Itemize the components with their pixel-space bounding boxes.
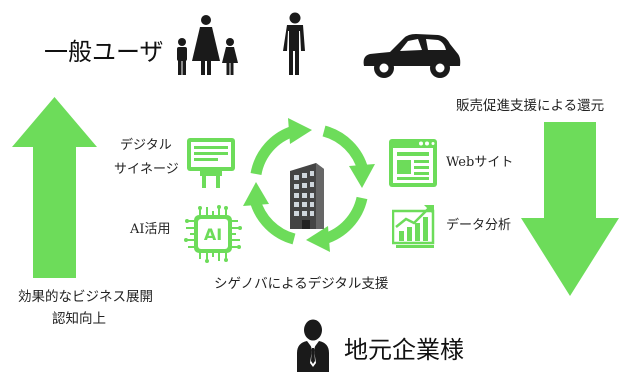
top-label: 一般ユーザ [44, 38, 164, 66]
office-building-icon [290, 163, 324, 229]
down-arrow-icon [521, 122, 619, 296]
web-label: Webサイト [446, 155, 514, 170]
signage-label-line2: サイネージ [114, 162, 179, 177]
cycle-label: シゲノバによるデジタル支援 [214, 276, 389, 292]
businessman-icon [297, 319, 329, 372]
right-label: 販売促進支援による還元 [456, 98, 605, 114]
ai-chip-icon: AI [184, 205, 242, 263]
person-icon [283, 12, 305, 75]
left-label-line2: 認知向上 [52, 311, 106, 327]
ai-label: AI活用 [130, 222, 171, 237]
data-analysis-icon [392, 205, 435, 248]
up-arrow-icon [12, 97, 97, 278]
left-label-line1: 効果的なビジネス展開 [18, 289, 153, 305]
car-icon [363, 34, 461, 78]
ai-chip-text: AI [204, 225, 222, 244]
website-icon [389, 139, 437, 187]
family-icon [177, 15, 238, 75]
signage-label-line1: デジタル [120, 138, 172, 153]
data-label: データ分析 [446, 218, 512, 233]
signage-icon [187, 138, 235, 188]
cycle-arrows-icon [243, 118, 375, 252]
bottom-label: 地元企業様 [344, 336, 464, 364]
